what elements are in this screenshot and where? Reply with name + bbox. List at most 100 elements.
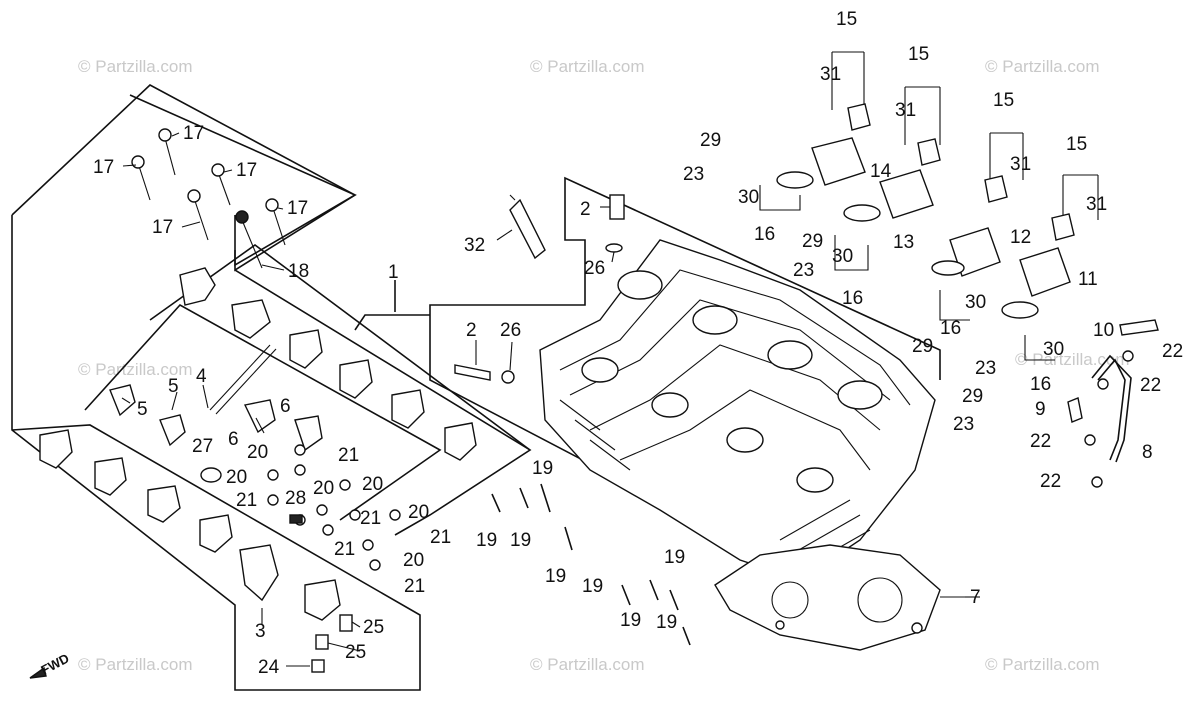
callout-20-b: 20 xyxy=(226,467,247,488)
fwd-indicator: FWD xyxy=(29,651,72,679)
cylinder-head xyxy=(539,239,936,581)
valve-group-outline xyxy=(129,94,357,267)
callout-1: 1 xyxy=(388,262,399,283)
leader-lines xyxy=(121,132,980,667)
callout-11: 11 xyxy=(1078,269,1098,290)
shims-washers xyxy=(267,444,401,673)
callout-5-left: 5 xyxy=(137,399,148,420)
callout-21-b: 21 xyxy=(236,490,257,511)
callout-23-b: 23 xyxy=(793,260,814,281)
callout-21-e: 21 xyxy=(430,527,451,548)
callout-9: 9 xyxy=(1035,399,1046,420)
callout-30-d: 30 xyxy=(1043,339,1064,360)
callout-20-c: 20 xyxy=(313,478,334,499)
callout-4: 4 xyxy=(196,366,207,387)
callout-19-g: 19 xyxy=(620,610,641,631)
callout-14: 14 xyxy=(870,161,892,182)
intake-brackets xyxy=(759,51,1099,361)
spark-plug xyxy=(509,194,546,260)
callout-15-b: 15 xyxy=(908,44,929,65)
callout-17-a: 17 xyxy=(183,123,204,144)
callout-16-b: 16 xyxy=(842,288,863,309)
callout-31-a: 31 xyxy=(820,64,841,85)
dowel-pins xyxy=(491,483,691,646)
callout-19-h: 19 xyxy=(656,612,677,633)
watermark-top-left: © Partzilla.com xyxy=(78,57,193,76)
callout-17-d: 17 xyxy=(152,217,173,238)
callout-23-d: 23 xyxy=(953,414,974,435)
callout-22-c: 22 xyxy=(1030,431,1051,452)
callout-16-c: 16 xyxy=(940,318,961,339)
callout-19-b: 19 xyxy=(476,530,497,551)
callout-22-a: 22 xyxy=(1162,341,1183,362)
callout-19-c: 19 xyxy=(510,530,531,551)
callout-21-c: 21 xyxy=(360,508,381,529)
rocker-arm-pieces xyxy=(39,267,477,621)
callout-10: 10 xyxy=(1093,320,1114,341)
callout-31-c: 31 xyxy=(1010,154,1031,175)
callout-13: 13 xyxy=(893,232,914,253)
watermark-top-center: © Partzilla.com xyxy=(530,57,645,76)
callout-19-f: 19 xyxy=(664,547,685,568)
callout-6-left: 6 xyxy=(228,429,239,450)
callout-29-a: 29 xyxy=(700,130,721,151)
callout-30-b: 30 xyxy=(832,246,853,267)
callout-30-a: 30 xyxy=(738,187,759,208)
callout-7: 7 xyxy=(970,587,981,608)
callout-20-a: 20 xyxy=(247,442,268,463)
callout-24: 24 xyxy=(258,657,280,678)
left-group-outline xyxy=(11,84,532,691)
callout-2-lower: 2 xyxy=(466,320,477,341)
rocker-group-outline xyxy=(84,303,442,521)
callout-17-e: 17 xyxy=(287,198,308,219)
watermark-mid-right: © Partzilla.com xyxy=(1015,350,1130,369)
intake-rubbers xyxy=(776,103,1075,319)
fwd-label: FWD xyxy=(38,651,71,678)
callout-20-f: 20 xyxy=(403,550,424,571)
callout-16-a: 16 xyxy=(754,224,775,245)
callout-18: 18 xyxy=(288,261,309,282)
callout-19-e: 19 xyxy=(582,576,603,597)
callout-21-a: 21 xyxy=(338,445,359,466)
callout-31-b: 31 xyxy=(895,100,916,121)
callout-29-d: 29 xyxy=(962,386,983,407)
fwd-arrow-icon xyxy=(29,666,47,679)
watermark-mid-left: © Partzilla.com xyxy=(78,360,193,379)
callout-17-b: 17 xyxy=(93,157,114,178)
callout-30-c: 30 xyxy=(965,292,986,313)
watermark-top-right: © Partzilla.com xyxy=(985,57,1100,76)
callout-31-d: 31 xyxy=(1086,194,1107,215)
cylinder-head-outline xyxy=(354,176,941,491)
callout-29-c: 29 xyxy=(912,336,933,357)
callout-5-right: 5 xyxy=(168,376,179,397)
callout-29-b: 29 xyxy=(802,231,823,252)
callout-26-b: 26 xyxy=(500,320,521,341)
callout-17-c: 17 xyxy=(236,160,257,181)
callout-3: 3 xyxy=(255,621,266,642)
callout-32: 32 xyxy=(464,235,485,256)
watermark-bottom-center: © Partzilla.com xyxy=(530,655,645,674)
callout-6-right: 6 xyxy=(280,396,291,417)
callout-15-c: 15 xyxy=(993,90,1014,111)
callout-19-d: 19 xyxy=(545,566,566,587)
callout-15-a: 15 xyxy=(836,9,857,30)
callout-27: 27 xyxy=(192,436,213,457)
callout-25-b: 25 xyxy=(345,642,366,663)
callout-21-f: 21 xyxy=(404,576,425,597)
callout-labels: 1 2 2 3 4 5 5 6 6 7 8 9 10 11 12 13 14 1… xyxy=(93,9,1183,678)
callout-12: 12 xyxy=(1010,227,1031,248)
callout-2-upper: 2 xyxy=(580,199,591,220)
callout-20-d: 20 xyxy=(362,474,383,495)
callout-23-a: 23 xyxy=(683,164,704,185)
callout-19-a: 19 xyxy=(532,458,553,479)
valves xyxy=(131,128,286,269)
watermark-bottom-right: © Partzilla.com xyxy=(985,655,1100,674)
callout-20-e: 20 xyxy=(408,502,429,523)
callout-16-d: 16 xyxy=(1030,374,1051,395)
tappet-adjusters xyxy=(454,194,625,384)
callout-8: 8 xyxy=(1142,442,1153,463)
callout-21-d: 21 xyxy=(334,539,355,560)
callout-22-d: 22 xyxy=(1040,471,1061,492)
